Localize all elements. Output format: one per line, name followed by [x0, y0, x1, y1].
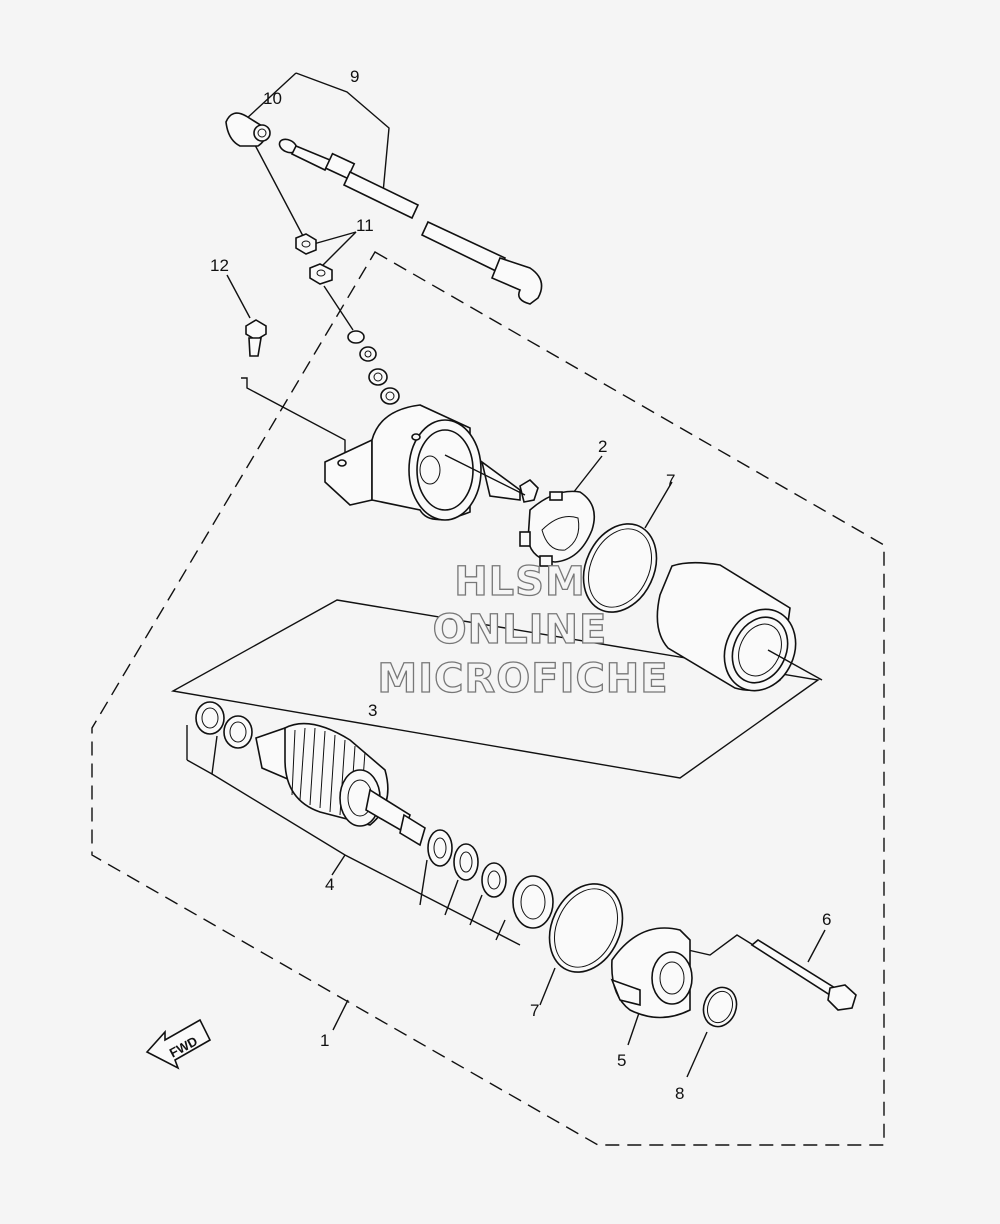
watermark-line-2: ONLINE	[433, 607, 608, 653]
armature	[255, 722, 426, 847]
o-ring-upper	[582, 523, 658, 613]
brush-holder	[519, 490, 596, 567]
watermark-line-1: HLSM	[454, 559, 586, 605]
callout-7-lower: 7	[530, 1001, 539, 1020]
callout-12: 12	[210, 256, 229, 275]
callout-6: 6	[822, 910, 831, 929]
o-ring-lower	[548, 883, 624, 973]
forward-arrow-icon: FWD	[145, 1018, 212, 1070]
leader-lines	[186, 72, 826, 1078]
armature-group-outline	[170, 599, 820, 779]
callout-2: 2	[598, 437, 607, 456]
armature-washers-left	[195, 701, 253, 749]
callout-7-upper: 7	[666, 471, 675, 490]
watermark-line-3: MICROFICHE	[377, 656, 668, 702]
terminal-washers	[347, 330, 400, 405]
callout-8: 8	[675, 1084, 684, 1103]
rear-cover	[610, 927, 693, 1019]
callout-1: 1	[320, 1031, 329, 1050]
callout-4: 4	[325, 875, 334, 894]
watermark: HLSM ONLINE MICROFICHE	[377, 558, 669, 702]
small-o-ring	[702, 986, 738, 1028]
starter-cable	[278, 138, 543, 305]
terminal-nuts	[295, 233, 333, 285]
callout-10: 10	[263, 89, 282, 108]
callout-3: 3	[368, 701, 377, 720]
front-cover	[324, 404, 521, 521]
callout-5: 5	[617, 1051, 626, 1070]
through-bolt	[750, 939, 857, 1011]
armature-washers-right	[427, 829, 554, 929]
yoke	[656, 561, 823, 692]
assembly-boundary	[91, 251, 885, 1146]
terminal-cap	[225, 112, 271, 147]
callout-9: 9	[350, 67, 359, 86]
mounting-bolt	[245, 319, 267, 357]
brush-screw	[444, 454, 539, 503]
callout-11: 11	[356, 216, 374, 235]
